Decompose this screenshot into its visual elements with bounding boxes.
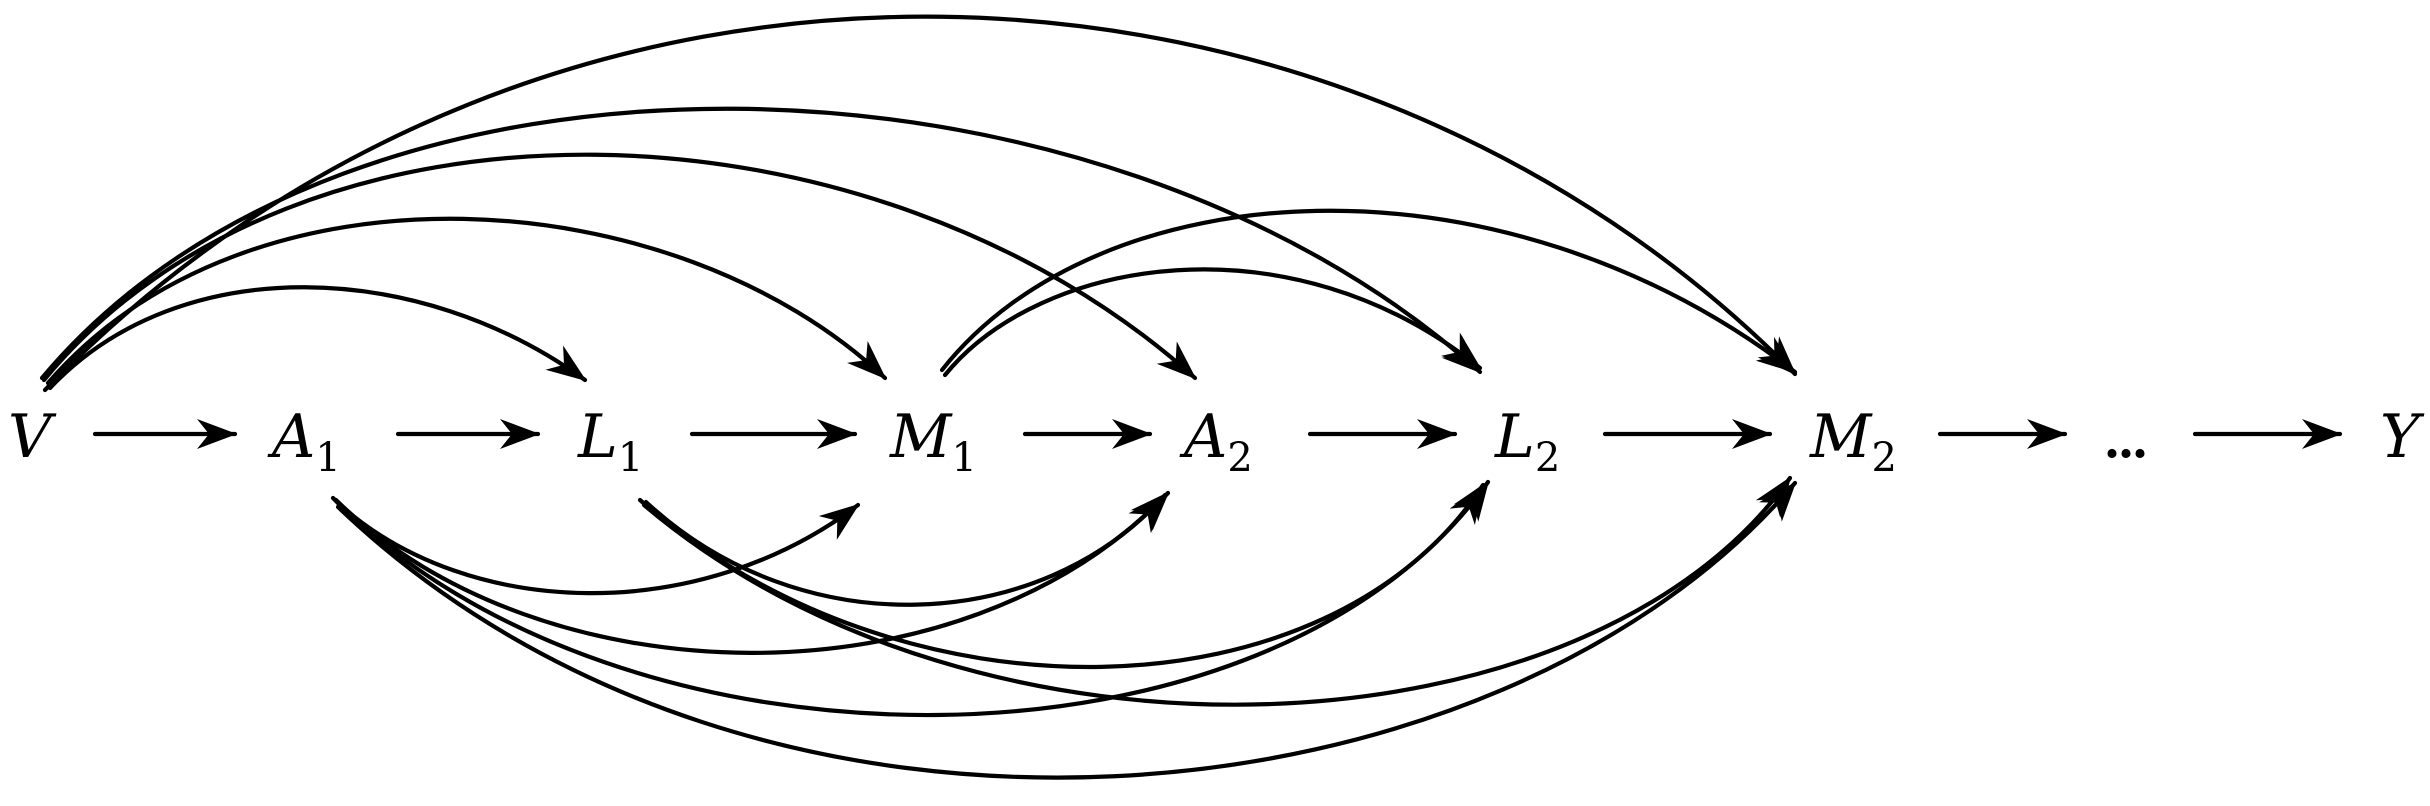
node-M1: M1 <box>889 402 977 481</box>
node-L2-label: L <box>1494 402 1535 472</box>
node-V: V <box>8 402 57 472</box>
node-Y: Y <box>2380 402 2425 472</box>
node-A2-subscript: 2 <box>1227 435 1252 481</box>
node-M2: M2 <box>1809 402 1897 481</box>
edge-a1-to-a2 <box>333 490 1171 655</box>
node-Y-label: Y <box>2380 402 2425 472</box>
node-A1-subscript: 1 <box>315 435 340 481</box>
node-L1-subscript: 1 <box>618 435 643 481</box>
node-A1-label: A <box>267 402 315 472</box>
node-A1: A1 <box>267 402 341 481</box>
node-M2-label: M <box>1809 402 1873 472</box>
node-L1: L1 <box>577 402 643 481</box>
edge-v-to-m2 <box>42 14 1798 393</box>
node-A2: A2 <box>1179 402 1253 481</box>
edge-m1-to-m2 <box>939 208 1798 375</box>
node-M2-subscript: 2 <box>1871 435 1896 481</box>
node-M1-subscript: 1 <box>951 435 976 481</box>
edge-v-to-m1 <box>45 216 888 386</box>
node-L2: L2 <box>1494 402 1560 481</box>
edge-l1-to-a2 <box>643 492 1168 607</box>
edge-a1-to-l2 <box>330 479 1491 718</box>
node-ellipsis: ... <box>2105 408 2147 470</box>
node-V-label: V <box>8 402 57 472</box>
edge-m1-to-l2 <box>942 267 1483 378</box>
node-A2-label: A <box>1179 402 1227 472</box>
edge-a1-to-m2 <box>335 480 1798 780</box>
node-L1-label: L <box>577 402 618 472</box>
edge-v-to-a2 <box>41 152 1198 383</box>
edge-l1-to-m2 <box>641 475 1793 707</box>
edge-a1-to-m1 <box>337 502 861 596</box>
edge-v-to-l1 <box>47 285 588 391</box>
node-M1-label: M <box>889 402 953 472</box>
edge-layer <box>39 14 2343 780</box>
node-L2-subscript: 2 <box>1535 435 1560 481</box>
edge-v-to-l2 <box>39 106 1483 381</box>
